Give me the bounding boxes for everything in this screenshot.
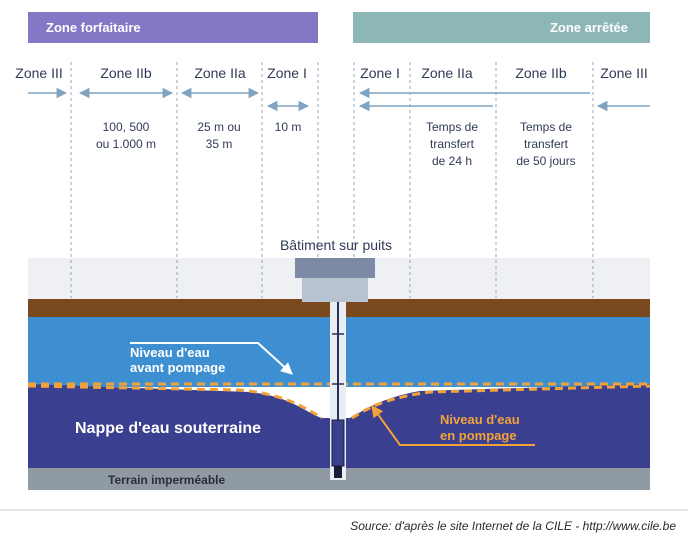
level-before-label-2: avant pompage — [130, 360, 225, 375]
zone-arrows-right — [358, 87, 650, 112]
banner-zone-arretee: Zone arrêtée — [353, 12, 650, 43]
zone-label-right-iia: Zone IIa — [421, 65, 473, 81]
level-before-pointer — [130, 342, 293, 375]
note-zone-i-left: 10 m — [274, 120, 302, 134]
zone-label-left-iib: Zone IIb — [100, 65, 152, 81]
note-zone-iib-right: Temps de transfert de 50 jours — [516, 120, 576, 168]
zone-label-left-iia: Zone IIa — [194, 65, 246, 81]
building-label: Bâtiment sur puits — [280, 237, 392, 253]
building-roof — [295, 258, 375, 278]
well-pump — [334, 466, 342, 478]
banner-label: Zone arrêtée — [549, 20, 628, 35]
banner-label: Zone forfaitaire — [46, 20, 141, 35]
zone-label-right-iib: Zone IIb — [515, 65, 567, 81]
level-pumping-pointer — [371, 405, 535, 446]
zone-label-right-iii: Zone III — [600, 65, 648, 81]
well-screen — [331, 419, 345, 467]
level-pumping-label-2: en pompage — [440, 428, 517, 443]
zone-label-left-i: Zone I — [267, 65, 307, 81]
water-level-pumping — [27, 384, 651, 420]
note-zone-iib-left: 100, 500 ou 1.000 m — [95, 120, 157, 151]
zone-arrows-left — [28, 87, 310, 112]
zone-label-right-i: Zone I — [360, 65, 400, 81]
impermeable-label: Terrain imperméable — [108, 473, 225, 487]
zone-label-left-iii: Zone III — [15, 65, 63, 81]
source-caption: Source: d'après le site Internet de la C… — [350, 519, 676, 533]
banner-zone-forfaitaire: Zone forfaitaire — [28, 12, 318, 43]
level-before-label-1: Niveau d'eau — [130, 345, 210, 360]
level-pumping-label-1: Niveau d'eau — [440, 412, 520, 427]
note-zone-iia-left: 25 m ou 35 m — [197, 120, 241, 151]
building-body — [302, 278, 368, 302]
note-zone-iia-right: Temps de transfert de 24 h — [425, 120, 479, 168]
aquifer-label: Nappe d'eau souterraine — [75, 420, 261, 437]
